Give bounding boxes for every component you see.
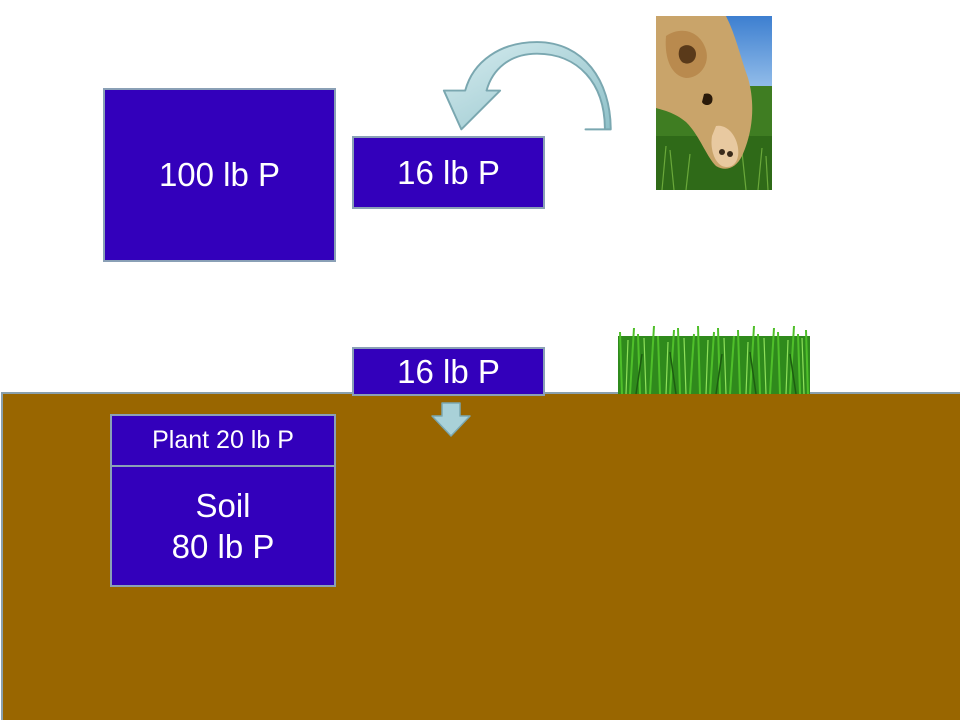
soil-input-label: 16 lb P [397,352,500,390]
soil-phosphorus-box: Soil 80 lb P [110,465,336,587]
soil-input-box: 16 lb P [352,347,545,396]
grass-photo [618,325,810,394]
cow-grazing-photo [656,16,772,190]
soil-value: 80 lb P [171,528,275,565]
manure-return-box: 16 lb P [352,136,545,209]
plant-phosphorus-box: Plant 20 lb P [110,414,336,467]
total-phosphorus-label: 100 lb P [158,156,281,194]
down-arrow-icon [431,402,471,437]
total-phosphorus-box: 100 lb P [103,88,336,262]
soil-label: Soil [195,486,251,524]
curved-arrow-icon [442,41,612,131]
manure-return-label: 16 lb P [397,153,500,191]
plant-phosphorus-label: Plant 20 lb P [152,425,294,454]
